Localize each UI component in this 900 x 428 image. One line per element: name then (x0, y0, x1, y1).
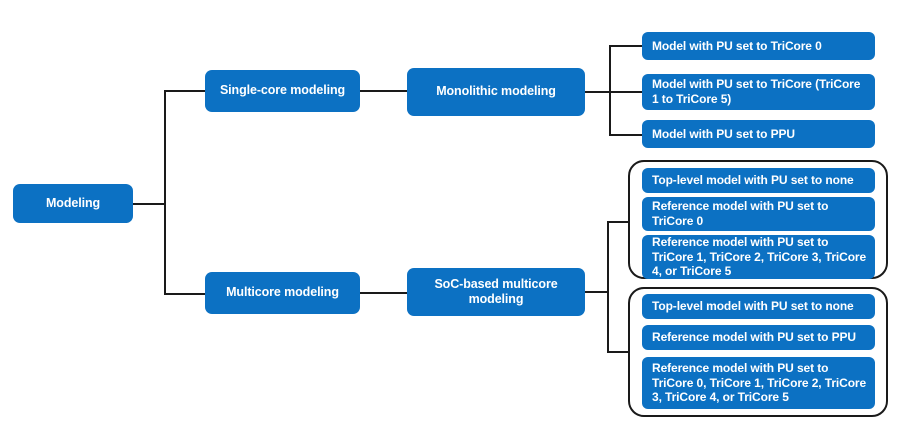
leaf-a-reference-pu-tricore-1-5[interactable]: Reference model with PU set to TriCore 1… (642, 235, 875, 279)
leaf-model-pu-tricore-range[interactable]: Model with PU set to TriCore (TriCore 1 … (642, 74, 875, 110)
leaf-a-reference-pu-tricore-0-label: Reference model with PU set to TriCore 0 (652, 199, 829, 228)
node-multicore-modeling-label: Multicore modeling (226, 285, 339, 300)
connector-monolithic-to-leaf-2 (609, 91, 643, 93)
node-soc-based-multicore-modeling[interactable]: SoC-based multicore modeling (407, 268, 585, 316)
leaf-model-pu-tricore-0-label: Model with PU set to TriCore 0 (652, 38, 822, 53)
leaf-b-reference-pu-tricore-0-5-label: Reference model with PU set to TriCore 0… (652, 361, 867, 405)
node-modeling-label: Modeling (45, 195, 101, 210)
leaf-b-top-level-pu-none[interactable]: Top-level model with PU set to none (642, 294, 875, 319)
leaf-model-pu-tricore-range-label: Model with PU set to TriCore (TriCore 1 … (652, 77, 861, 106)
connector-monolithic-vertical (609, 45, 611, 136)
connector-monolithic-stub (585, 91, 611, 93)
leaf-a-reference-pu-tricore-1-5-label: Reference model with PU set to TriCore 1… (652, 235, 867, 279)
leaf-model-pu-ppu[interactable]: Model with PU set to PPU (642, 120, 875, 148)
leaf-b-top-level-pu-none-label: Top-level model with PU set to none (652, 299, 854, 314)
node-modeling[interactable]: Modeling (13, 184, 133, 223)
node-single-core-modeling-label: Single-core modeling (219, 83, 346, 98)
connector-root-to-multicore (164, 293, 206, 295)
connector-root-stub (133, 203, 166, 205)
leaf-a-reference-pu-tricore-0[interactable]: Reference model with PU set to TriCore 0 (642, 197, 875, 231)
connector-root-vertical (164, 91, 166, 295)
connector-soc-to-group-b (607, 351, 629, 353)
leaf-b-reference-pu-ppu[interactable]: Reference model with PU set to PPU (642, 325, 875, 350)
node-multicore-modeling[interactable]: Multicore modeling (205, 272, 360, 314)
leaf-a-top-level-pu-none-label: Top-level model with PU set to none (652, 173, 854, 188)
connector-multicore-to-soc (360, 292, 407, 294)
leaf-model-pu-ppu-label: Model with PU set to PPU (652, 126, 795, 141)
connector-single-core-to-monolithic (360, 90, 407, 92)
leaf-b-reference-pu-ppu-label: Reference model with PU set to PPU (652, 330, 856, 345)
node-monolithic-modeling[interactable]: Monolithic modeling (407, 68, 585, 116)
node-single-core-modeling[interactable]: Single-core modeling (205, 70, 360, 112)
connector-soc-stub (585, 291, 609, 293)
node-soc-based-multicore-modeling-label: SoC-based multicore modeling (434, 276, 558, 306)
node-monolithic-modeling-label: Monolithic modeling (436, 84, 556, 99)
connector-monolithic-to-leaf-3 (609, 134, 643, 136)
connector-soc-to-group-a (607, 221, 629, 223)
connector-soc-vertical (607, 221, 609, 353)
leaf-model-pu-tricore-0[interactable]: Model with PU set to TriCore 0 (642, 32, 875, 60)
leaf-b-reference-pu-tricore-0-5[interactable]: Reference model with PU set to TriCore 0… (642, 357, 875, 409)
leaf-a-top-level-pu-none[interactable]: Top-level model with PU set to none (642, 168, 875, 193)
connector-monolithic-to-leaf-1 (609, 45, 643, 47)
connector-root-to-single-core (164, 90, 206, 92)
group-outline-b (628, 287, 888, 417)
